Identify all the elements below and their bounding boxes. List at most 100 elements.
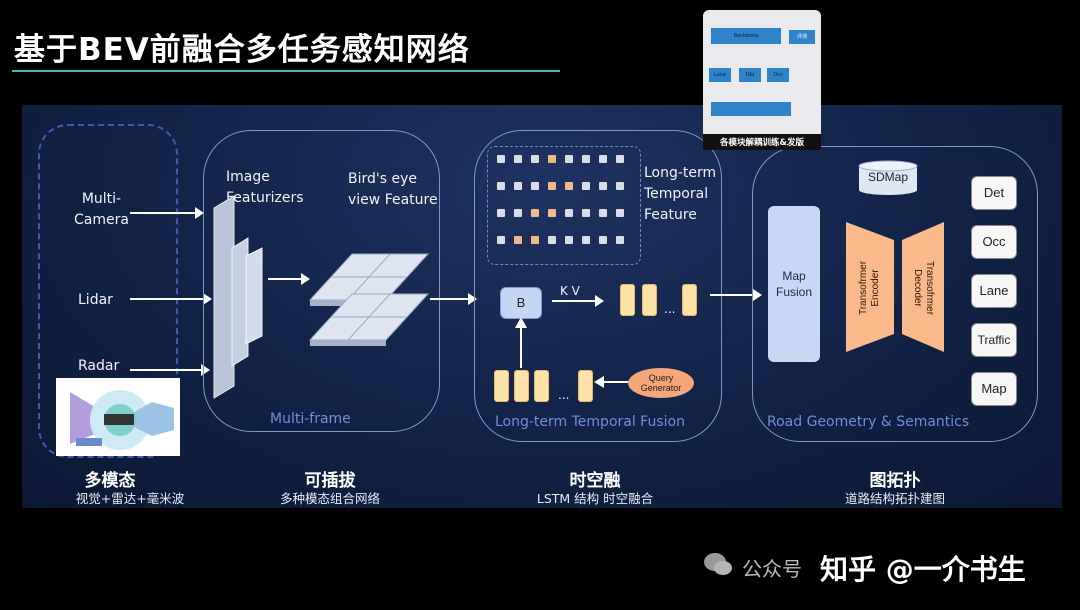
plug-heading: 可插拔 (304, 471, 356, 491)
sensor-group-outline (38, 124, 178, 458)
grid-cell (548, 182, 556, 190)
query-token (534, 370, 549, 402)
temporal-heading: 时空融 (569, 471, 621, 491)
head-traffic: Traffic (971, 323, 1017, 357)
inset-caption-bar (703, 134, 821, 150)
grid-cell (565, 236, 573, 244)
grid-cell (497, 209, 505, 217)
transformer-decoder-label: Transofrmer Decoder (912, 260, 935, 316)
query-ellipsis: ... (558, 388, 570, 402)
grid-cell (599, 236, 607, 244)
sdmap-label: SDMap (867, 170, 908, 184)
grid-cell (616, 209, 624, 217)
grid-cell (531, 155, 539, 163)
grid-cell (582, 155, 590, 163)
bev-feature-label: Bird's eye view Feature (348, 171, 438, 208)
arrow-bev-to-temporal (430, 293, 477, 305)
grid-cell (599, 209, 607, 217)
map-fusion-label: Map Fusion (775, 269, 813, 299)
arrow-camera (130, 207, 204, 219)
sdmap-cylinder (858, 160, 918, 195)
grid-cell (514, 155, 522, 163)
b-box: B (500, 287, 542, 319)
arrow-generator-to-tokens (594, 376, 630, 388)
temporal-feature-label: Long-term Temporal Feature (644, 165, 717, 223)
grid-cell (582, 182, 590, 190)
inset-caption: 各模块解耦训练&发版 (720, 138, 804, 148)
grid-cell (531, 236, 539, 244)
grid-cell (514, 209, 522, 217)
wechat-glyph (704, 553, 732, 575)
kv-token (682, 284, 698, 316)
head-map: Map (971, 372, 1017, 406)
head-det: Det (971, 176, 1017, 210)
plug-subheading: 多种模态组合网络 (279, 491, 380, 506)
featurizer-stack (213, 195, 263, 399)
grid-cell (531, 209, 539, 217)
modal-heading: 多模态 (84, 471, 136, 491)
multi-frame-label: Multi-frame (270, 411, 351, 427)
head-lane: Lane (971, 274, 1017, 308)
grid-cell (565, 182, 573, 190)
query-token (578, 370, 594, 402)
kv-token (620, 284, 635, 316)
grid-cell (497, 236, 505, 244)
map-fusion-box: Map Fusion (768, 206, 820, 362)
sensor-coverage-thumbnail (56, 378, 180, 456)
grid-cell (497, 155, 505, 163)
grid-cell (548, 236, 556, 244)
inset-head-lane: Lane (709, 68, 731, 82)
grid-cell (582, 236, 590, 244)
transformer-encoder-label: Transofrmer Encoder (858, 260, 881, 316)
grid-cell (599, 155, 607, 163)
topology-panel (752, 146, 1038, 442)
kv-label: K V (560, 284, 580, 298)
topo-subheading: 道路结构拓扑建图 (844, 491, 945, 506)
sensor-coverage-diagram (70, 390, 174, 450)
inset-bottom-box (711, 102, 791, 116)
temporal-grid-cells (497, 155, 624, 263)
topo-heading: 图拓扑 (869, 471, 921, 491)
inset-head-obj: Obj (739, 68, 761, 82)
grid-cell (531, 182, 539, 190)
transformer-shapes (846, 222, 944, 352)
wechat-icon (703, 549, 733, 579)
task-head-column: Det Occ Lane Traffic Map (971, 176, 1017, 406)
grid-cell (514, 236, 522, 244)
inset-head-occ: Occ (767, 68, 789, 82)
arrow-radar (130, 364, 210, 376)
page-title: 基于BEV前融合多任务感知网络 (14, 32, 470, 68)
temporal-panel (474, 130, 722, 442)
head-occ: Occ (971, 225, 1017, 259)
query-token (514, 370, 529, 402)
watermark-account: 公众号 (742, 557, 802, 581)
arrow-featurizer-to-bev (268, 273, 310, 285)
sdmap-node: SDMap (858, 160, 918, 196)
grid-cell (616, 155, 624, 163)
title-underline (12, 70, 560, 72)
grid-cell (497, 182, 505, 190)
grid-cell (514, 182, 522, 190)
watermark-brand: 知乎 @一介书生 (820, 553, 1026, 586)
arrow-b-to-tokens (552, 295, 604, 307)
query-generator-node: Query Generator (628, 368, 694, 398)
grid-cell (582, 209, 590, 217)
modal-subheading: 视觉+雷达+毫米波 (75, 491, 185, 506)
plug-panel (203, 130, 440, 432)
grid-cell (599, 182, 607, 190)
sensor-lidar-label: Lidar (78, 292, 113, 308)
road-geometry-label: Road Geometry & Semantics (767, 414, 970, 430)
grid-cell (565, 209, 573, 217)
query-token-row: ... (494, 370, 594, 402)
inset-backbone-box: Backbone (711, 28, 781, 44)
temporal-fusion-label: Long-term Temporal Fusion (495, 414, 685, 430)
temporal-subheading: LSTM 结构 时空融合 (536, 491, 654, 506)
query-generator-label: Query Generator (640, 373, 682, 393)
arrow-temporal-to-topo (710, 289, 762, 301)
sensor-camera-label: Multi- Camera (74, 191, 129, 228)
arrow-query-to-b (515, 317, 527, 368)
featurizers-label: Image Featurizers (226, 169, 304, 206)
sensor-radar-label: Radar (78, 358, 120, 374)
bev-feature-planes (308, 253, 430, 346)
grid-cell (565, 155, 573, 163)
